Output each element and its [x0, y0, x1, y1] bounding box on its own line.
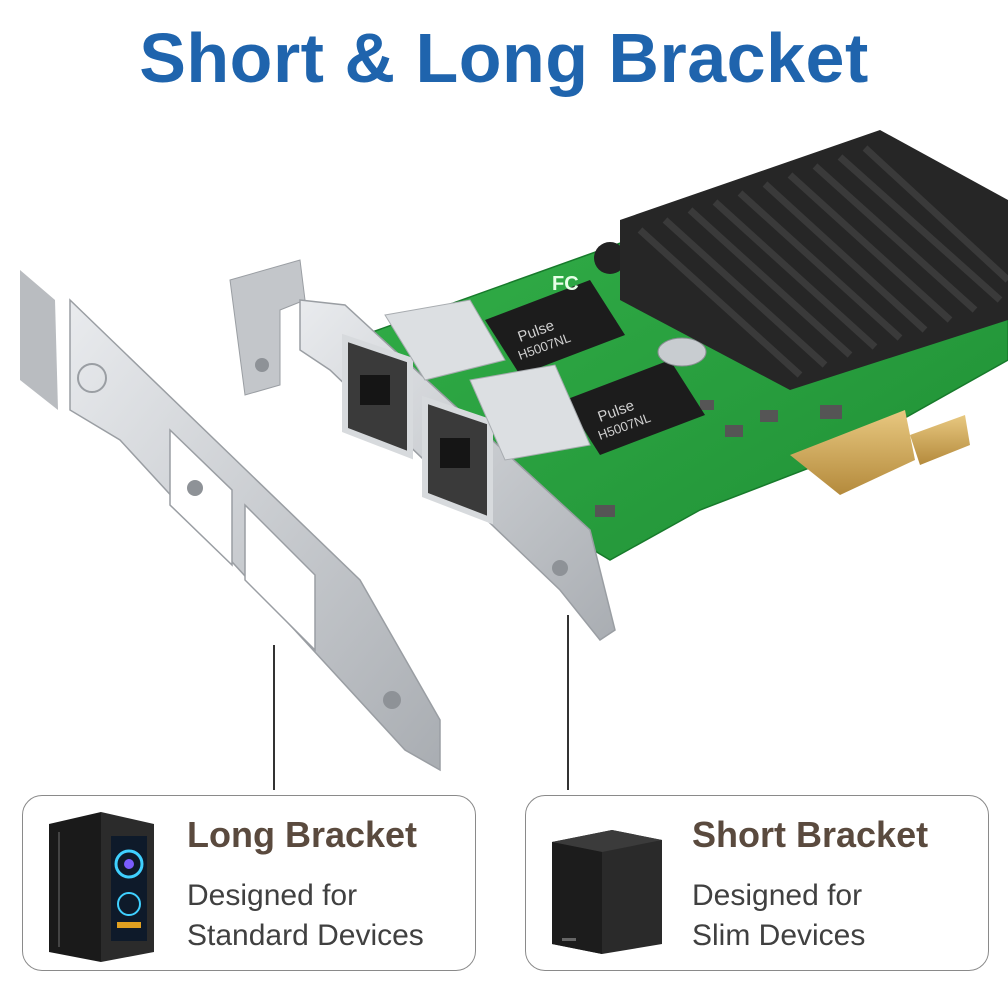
- transformer-chip-2: Pulse H5007NL: [565, 360, 705, 455]
- rj45-port-2: [422, 395, 493, 525]
- headline: Short & Long Bracket: [139, 19, 869, 97]
- desc-line: Standard Devices: [187, 919, 424, 952]
- card-description: Designed for Standard Devices: [187, 876, 424, 956]
- desc-line: Designed for: [692, 879, 863, 912]
- long-bracket-card: Long Bracket Designed for Standard Devic…: [22, 795, 476, 971]
- transformer-chip-1: Pulse H5007NL: [485, 280, 625, 375]
- card-title: Long Bracket: [187, 814, 418, 855]
- product-photo: Pulse H5007NL Pulse H5007NL FC: [20, 130, 1008, 790]
- short-bracket-card: Short Bracket Designed for Slim Devices: [525, 795, 989, 971]
- tower-pc-icon: [49, 812, 154, 962]
- long-bracket: [20, 270, 441, 772]
- rj45-port-1: [342, 333, 413, 460]
- heatsink: [620, 130, 1008, 390]
- mini-pc-cube-icon: [552, 830, 662, 954]
- crystal-oscillator: [657, 337, 707, 367]
- svg-text:FC: FC: [552, 273, 579, 295]
- capacitor: [594, 242, 626, 274]
- card-title: Short Bracket: [692, 814, 929, 855]
- desc-line: Slim Devices: [692, 919, 866, 952]
- desc-line: Designed for: [187, 879, 358, 912]
- card-description: Designed for Slim Devices: [692, 876, 865, 956]
